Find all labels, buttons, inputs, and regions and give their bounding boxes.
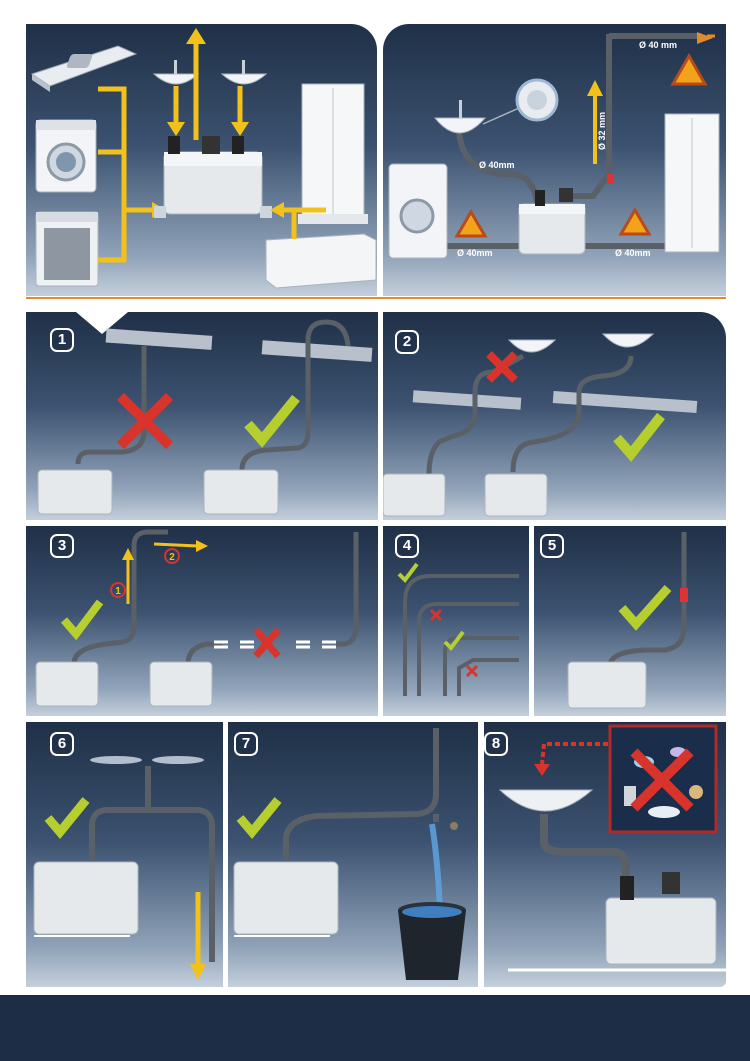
step-1-panel: 1 <box>26 312 378 520</box>
footer-band <box>0 995 750 1061</box>
warning-sign-icon-top <box>670 52 708 86</box>
cross-icon <box>630 748 694 812</box>
step-2-illustration <box>383 333 698 517</box>
dishwasher-icon <box>35 211 99 287</box>
installation-overview-panel <box>26 24 377 296</box>
pump-icon-left <box>383 473 446 517</box>
step-2-number: 2 <box>395 330 419 354</box>
step-7-panel: 7 <box>228 722 478 987</box>
check-icon <box>244 394 300 448</box>
label-left-40mm: Ø 40mm <box>457 248 493 258</box>
label-right-40mm: Ø 40mm <box>615 248 651 258</box>
label-outlet-40mm: Ø 40 mm <box>639 40 677 50</box>
step-8-number: 8 <box>484 732 508 756</box>
step-7-number: 7 <box>234 732 258 756</box>
pump-icon <box>605 872 717 965</box>
warning-sign-icon-right <box>618 207 652 236</box>
pipe-diameter-panel: Ø 40 mm Ø 32 mm Ø 40mm Ø 40mm Ø 40mm <box>383 24 726 296</box>
step-5-number: 5 <box>540 534 564 558</box>
pump-icon <box>33 861 139 935</box>
check-icon <box>236 797 282 840</box>
step-2-panel: 2 <box>383 312 726 520</box>
step-3-marker-2: 2 <box>169 552 175 563</box>
step-8-illustration <box>498 724 726 972</box>
washbasin-icon <box>433 100 487 134</box>
shower-cabin-icon <box>298 83 368 224</box>
check-icon <box>60 599 104 641</box>
step-1-illustration <box>37 312 373 515</box>
cross-icon <box>116 392 174 450</box>
kitchen-sink-icon <box>30 45 138 92</box>
check-icon <box>613 412 665 462</box>
pump-icon-left <box>37 469 113 515</box>
macerator-pump-icon <box>154 136 272 218</box>
drain-grate-icon <box>515 78 559 122</box>
check-icon <box>618 585 672 631</box>
pump-icon <box>233 861 339 935</box>
step-7-illustration <box>233 728 466 980</box>
label-vertical-32mm: Ø 32 mm <box>597 112 607 150</box>
step-5-panel: 5 <box>534 526 726 716</box>
step-6-illustration <box>33 756 215 980</box>
step-3-panel: 1 2 3 <box>26 526 378 716</box>
pump-icon-left <box>35 661 99 707</box>
installation-overview-illustration <box>30 28 377 289</box>
washing-machine-icon <box>388 163 448 259</box>
shower-cabin-icon <box>664 113 720 253</box>
step-4-number: 4 <box>395 534 419 558</box>
step-1-number: 1 <box>50 328 74 352</box>
pipe-diameter-illustration: Ø 40 mm Ø 32 mm Ø 40mm Ø 40mm Ø 40mm <box>388 32 720 259</box>
check-icon <box>44 797 90 840</box>
pump-icon-right <box>149 661 213 707</box>
step-4-panel: 4 <box>383 526 529 716</box>
step-3-number: 3 <box>50 534 74 558</box>
step-3-marker-1: 1 <box>115 586 121 597</box>
washbasin-left-icon <box>152 60 200 85</box>
step-4-illustration <box>397 562 519 696</box>
step-3-illustration: 1 2 <box>35 529 359 707</box>
warning-sign-icon-left <box>454 209 488 238</box>
step-6-number: 6 <box>50 732 74 756</box>
washing-machine-icon <box>35 119 97 193</box>
step-6-panel: 6 <box>26 722 223 987</box>
top-divider-line <box>26 297 726 299</box>
cross-icon <box>486 351 518 383</box>
washbasin-right-icon <box>220 60 268 85</box>
bathtub-icon <box>265 233 377 289</box>
check-icon <box>397 562 419 584</box>
pump-icon <box>567 661 647 709</box>
step-5-illustration <box>567 532 688 709</box>
cross-icon-2 <box>465 664 479 678</box>
macerator-pump-icon <box>518 188 586 255</box>
bucket-icon <box>398 902 466 980</box>
pump-icon-right <box>203 469 279 515</box>
cross-icon <box>429 608 443 622</box>
label-sink-40mm: Ø 40mm <box>479 160 515 170</box>
pump-icon-right <box>484 473 548 517</box>
step-8-panel: 8 <box>484 722 726 987</box>
check-icon-2 <box>443 630 465 652</box>
cross-icon <box>253 627 281 659</box>
